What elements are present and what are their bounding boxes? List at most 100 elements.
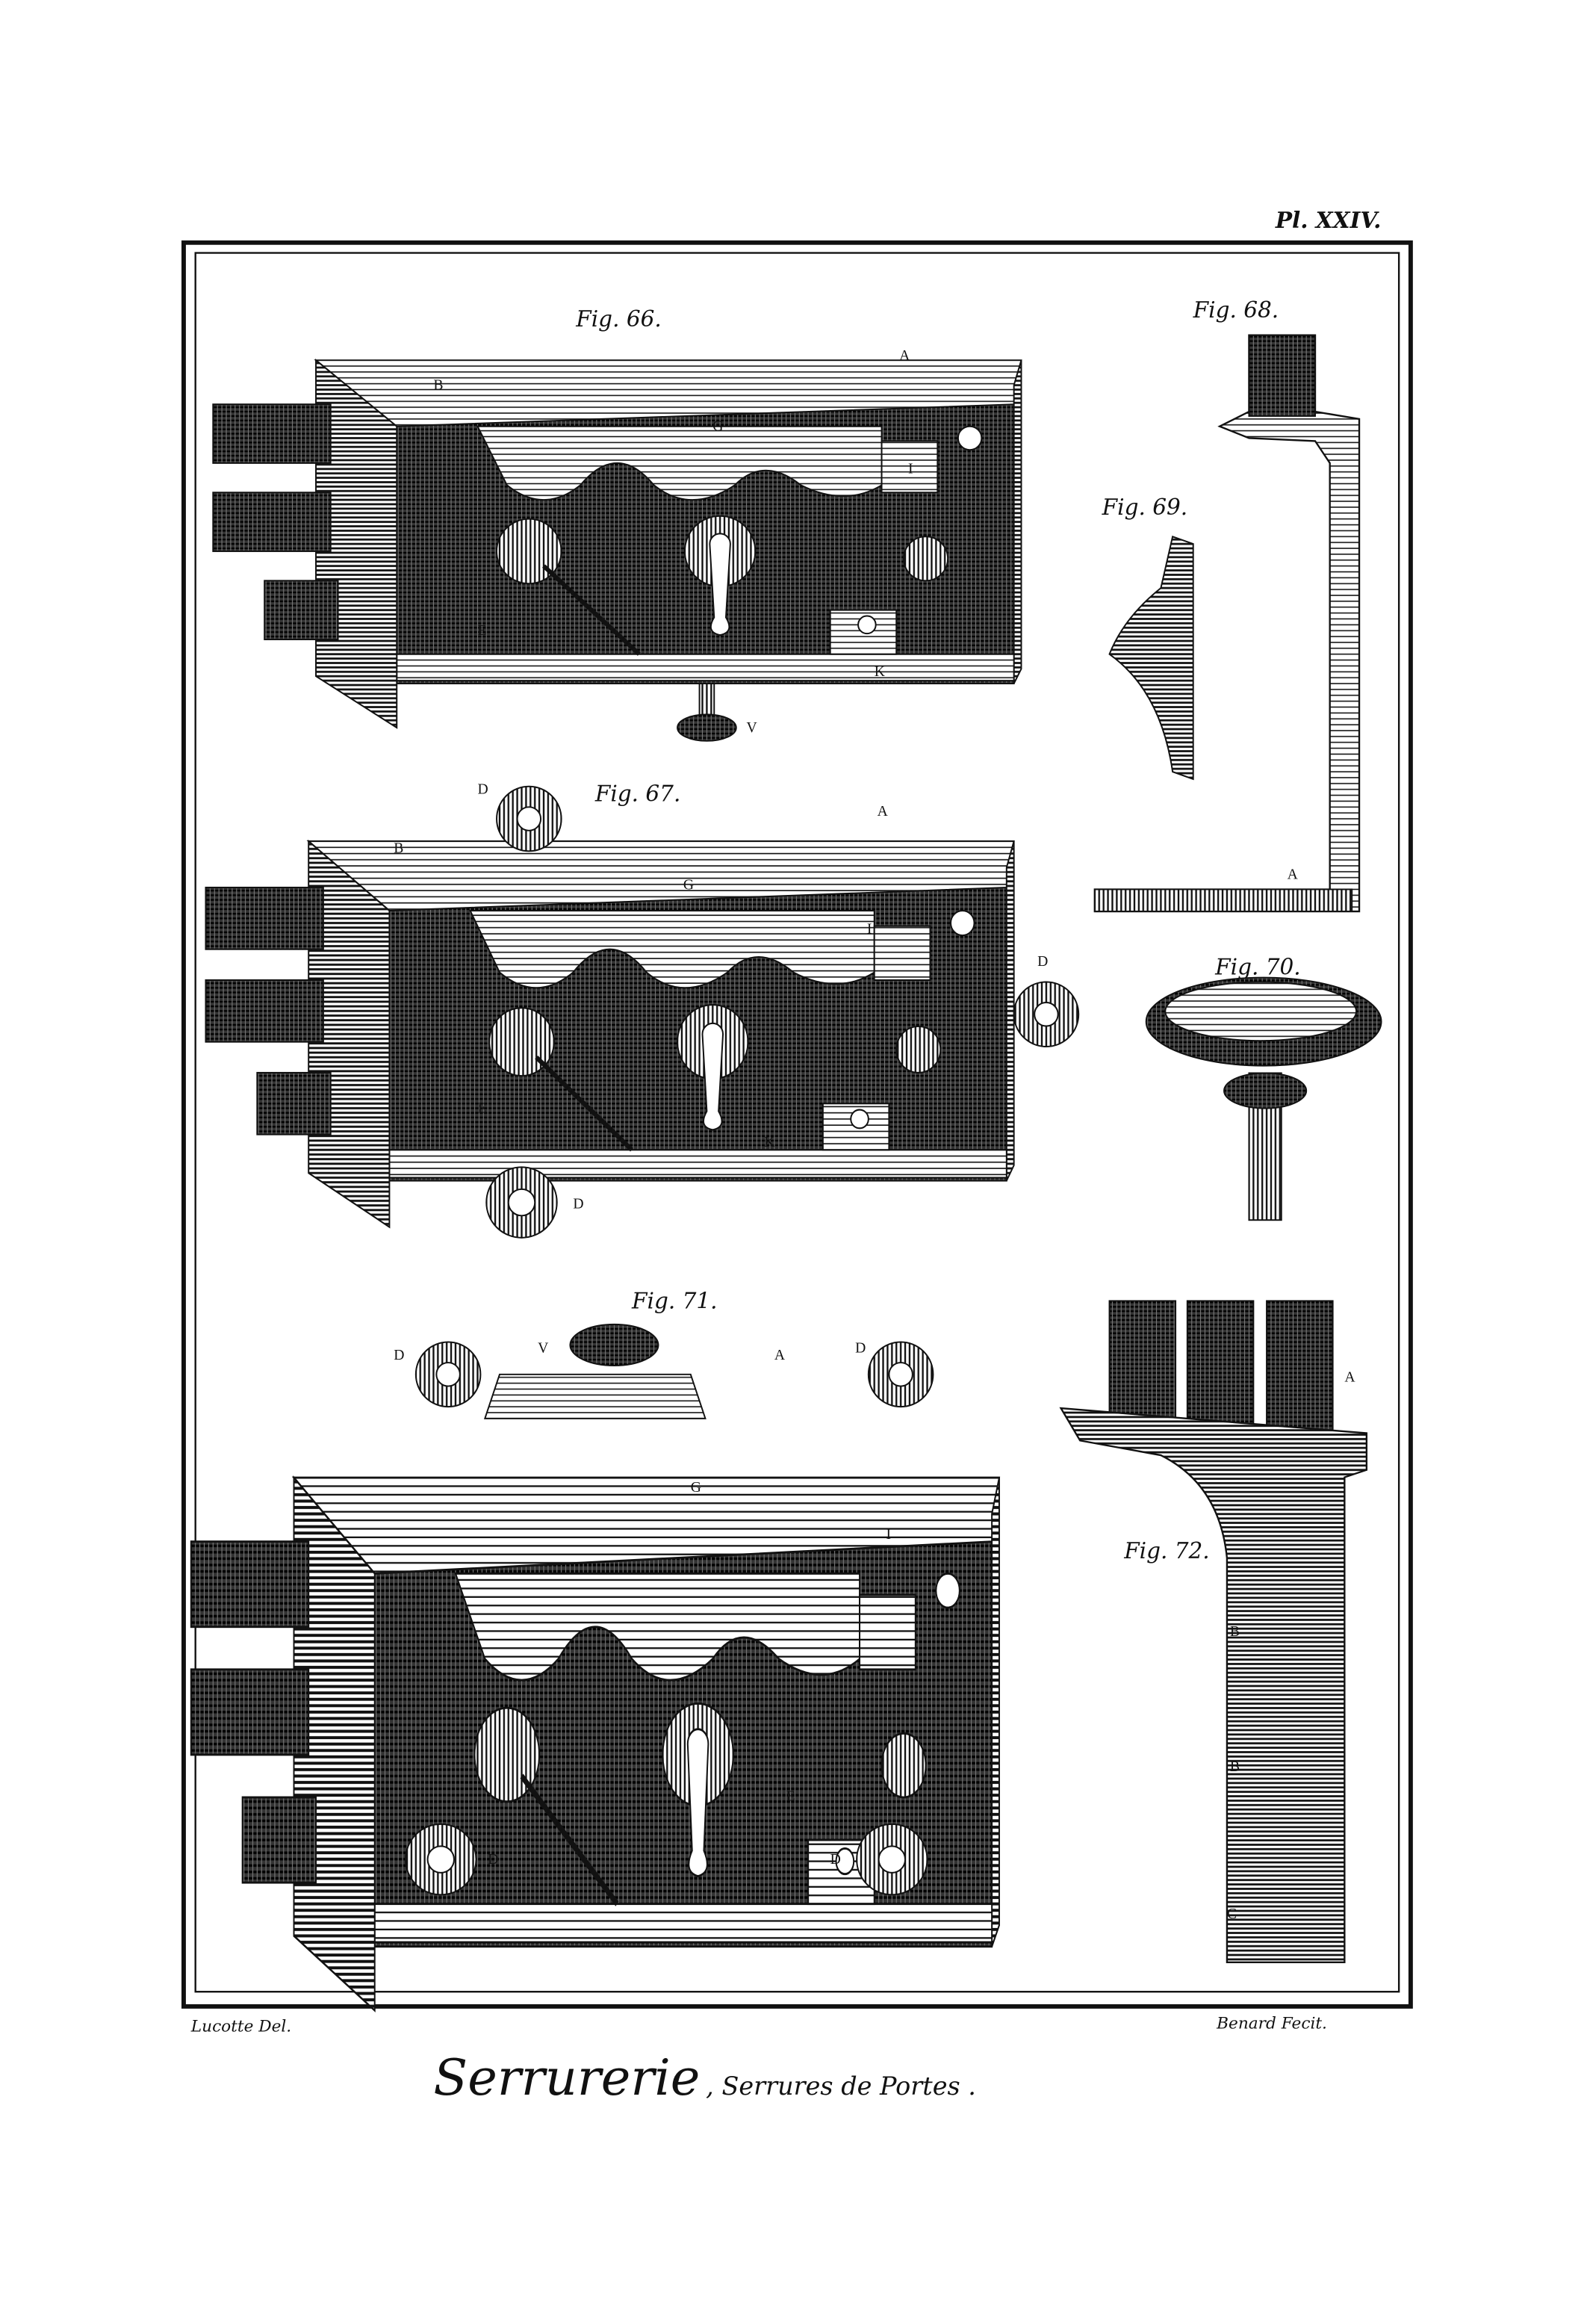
plate-title: Serrurerie , Serrures de Portes . [433, 2048, 975, 2107]
lock-lever [542, 564, 641, 656]
lock-pivot [950, 910, 975, 937]
lock-tumbler-plate [469, 910, 875, 989]
ring [867, 1341, 934, 1408]
lock-bolt [205, 979, 324, 1043]
lock-right-side [991, 1477, 1000, 1947]
lock-bolt [256, 1071, 332, 1135]
lock-spring-box [873, 925, 931, 982]
lock-spring-box [859, 1593, 916, 1671]
label-d: D [1037, 953, 1048, 970]
lock-bottom-rim [388, 1149, 1007, 1179]
lock-roller [895, 1025, 942, 1074]
lock-right-side [1005, 840, 1015, 1182]
fig68-caption: Fig. 68. [1193, 297, 1279, 323]
credit-draftsman: Lucotte Del. [190, 2017, 291, 2036]
lock-knob-stem [698, 683, 715, 717]
fig66-lock [212, 359, 1022, 742]
lock-screw [857, 615, 877, 635]
label-g: G [712, 418, 723, 435]
label-e: E [477, 622, 486, 639]
lock-screw [850, 1109, 869, 1130]
knob-plate [483, 1373, 706, 1419]
lock-spring-box [881, 440, 939, 494]
label-c: C [1227, 1906, 1237, 1922]
label-d: D [477, 781, 488, 798]
label-k: K [764, 1134, 774, 1150]
knob-v [569, 1323, 659, 1366]
lock-tumbler-plate [476, 425, 883, 501]
label-a: A [774, 1347, 786, 1363]
fig72-caption: Fig. 72. [1123, 1538, 1209, 1564]
title-main: Serrurerie [433, 2048, 700, 2107]
lock-bolt [190, 1668, 310, 1756]
label-b: B [394, 840, 403, 856]
ring-top [496, 785, 562, 852]
lock-keyhole [701, 1022, 724, 1131]
fig69-part [1108, 535, 1194, 781]
lock-bolt [212, 492, 332, 552]
fig72-part [1059, 1300, 1368, 1964]
label-b: B [1230, 1759, 1240, 1775]
fig67-mounting-rings [485, 785, 1080, 1239]
lock-bolt [190, 1540, 310, 1629]
lock-lever [520, 1773, 619, 1906]
label-d: D [855, 1339, 866, 1356]
label-a: A [899, 347, 910, 364]
letter-labels: A B G I K V E A B G I K D D D E A A V D … [394, 347, 1355, 1922]
ring-right [1013, 981, 1080, 1048]
label-a: A [1344, 1369, 1355, 1386]
label-a: A [1288, 867, 1299, 883]
lock-keyhole [709, 533, 731, 636]
label-d: D [488, 1851, 498, 1868]
fig67-lock [205, 839, 1015, 1229]
lock-roller [903, 536, 949, 582]
fig68-bracket [1093, 334, 1361, 913]
fig69-caption: Fig. 69. [1102, 495, 1187, 520]
lock-bottom-rim [373, 1903, 993, 1944]
fig71-lock [190, 1475, 1001, 2012]
credit-engraver: Benard Fecit. [1216, 2014, 1327, 2033]
ring [856, 1823, 928, 1896]
label-b: B [1230, 1623, 1240, 1640]
outer-frame [181, 240, 1413, 2009]
label-k: K [875, 663, 885, 680]
fig71-caption: Fig. 71. [631, 1288, 717, 1313]
label-d: D [394, 1347, 404, 1363]
label-d: D [573, 1195, 583, 1212]
lock-bolt [264, 580, 339, 641]
lock-bolt [241, 1796, 317, 1884]
lock-tumbler-plate [454, 1572, 861, 1682]
lock-bolt [212, 403, 332, 464]
label-i: I [908, 461, 913, 477]
label-i: I [886, 1526, 891, 1543]
lock-lever [535, 1056, 634, 1152]
ring-bottom [485, 1166, 558, 1239]
label-d: D [830, 1851, 841, 1868]
fig67-caption: Fig. 67. [594, 781, 680, 806]
title-sub: , Serrures de Portes . [706, 2072, 976, 2101]
fig70-caption: Fig. 70. [1214, 955, 1300, 980]
label-i: I [867, 921, 872, 938]
lock-screw [835, 1847, 855, 1876]
label-v: V [747, 719, 757, 736]
inner-frame [194, 252, 1400, 1993]
fig70-knob [1145, 976, 1382, 1221]
lock-bolt [205, 887, 324, 950]
fig66-caption: Fig. 66. [575, 306, 661, 332]
plate-number: Pl. XXIV. [1275, 207, 1382, 233]
lock-right-side [1013, 359, 1022, 684]
lock-roller [881, 1732, 927, 1799]
ring [405, 1823, 477, 1896]
label-v: V [538, 1339, 548, 1356]
lock-bottom-rim [396, 653, 1015, 682]
lock-pivot [935, 1572, 960, 1609]
lock-pivot [957, 425, 983, 451]
label-b: B [433, 377, 443, 394]
label-g: G [683, 877, 694, 893]
fig71-fittings [405, 1323, 934, 1896]
ring [414, 1341, 482, 1408]
label-e: E [477, 1100, 486, 1117]
label-e: E [786, 1788, 795, 1804]
label-g: G [691, 1479, 701, 1496]
